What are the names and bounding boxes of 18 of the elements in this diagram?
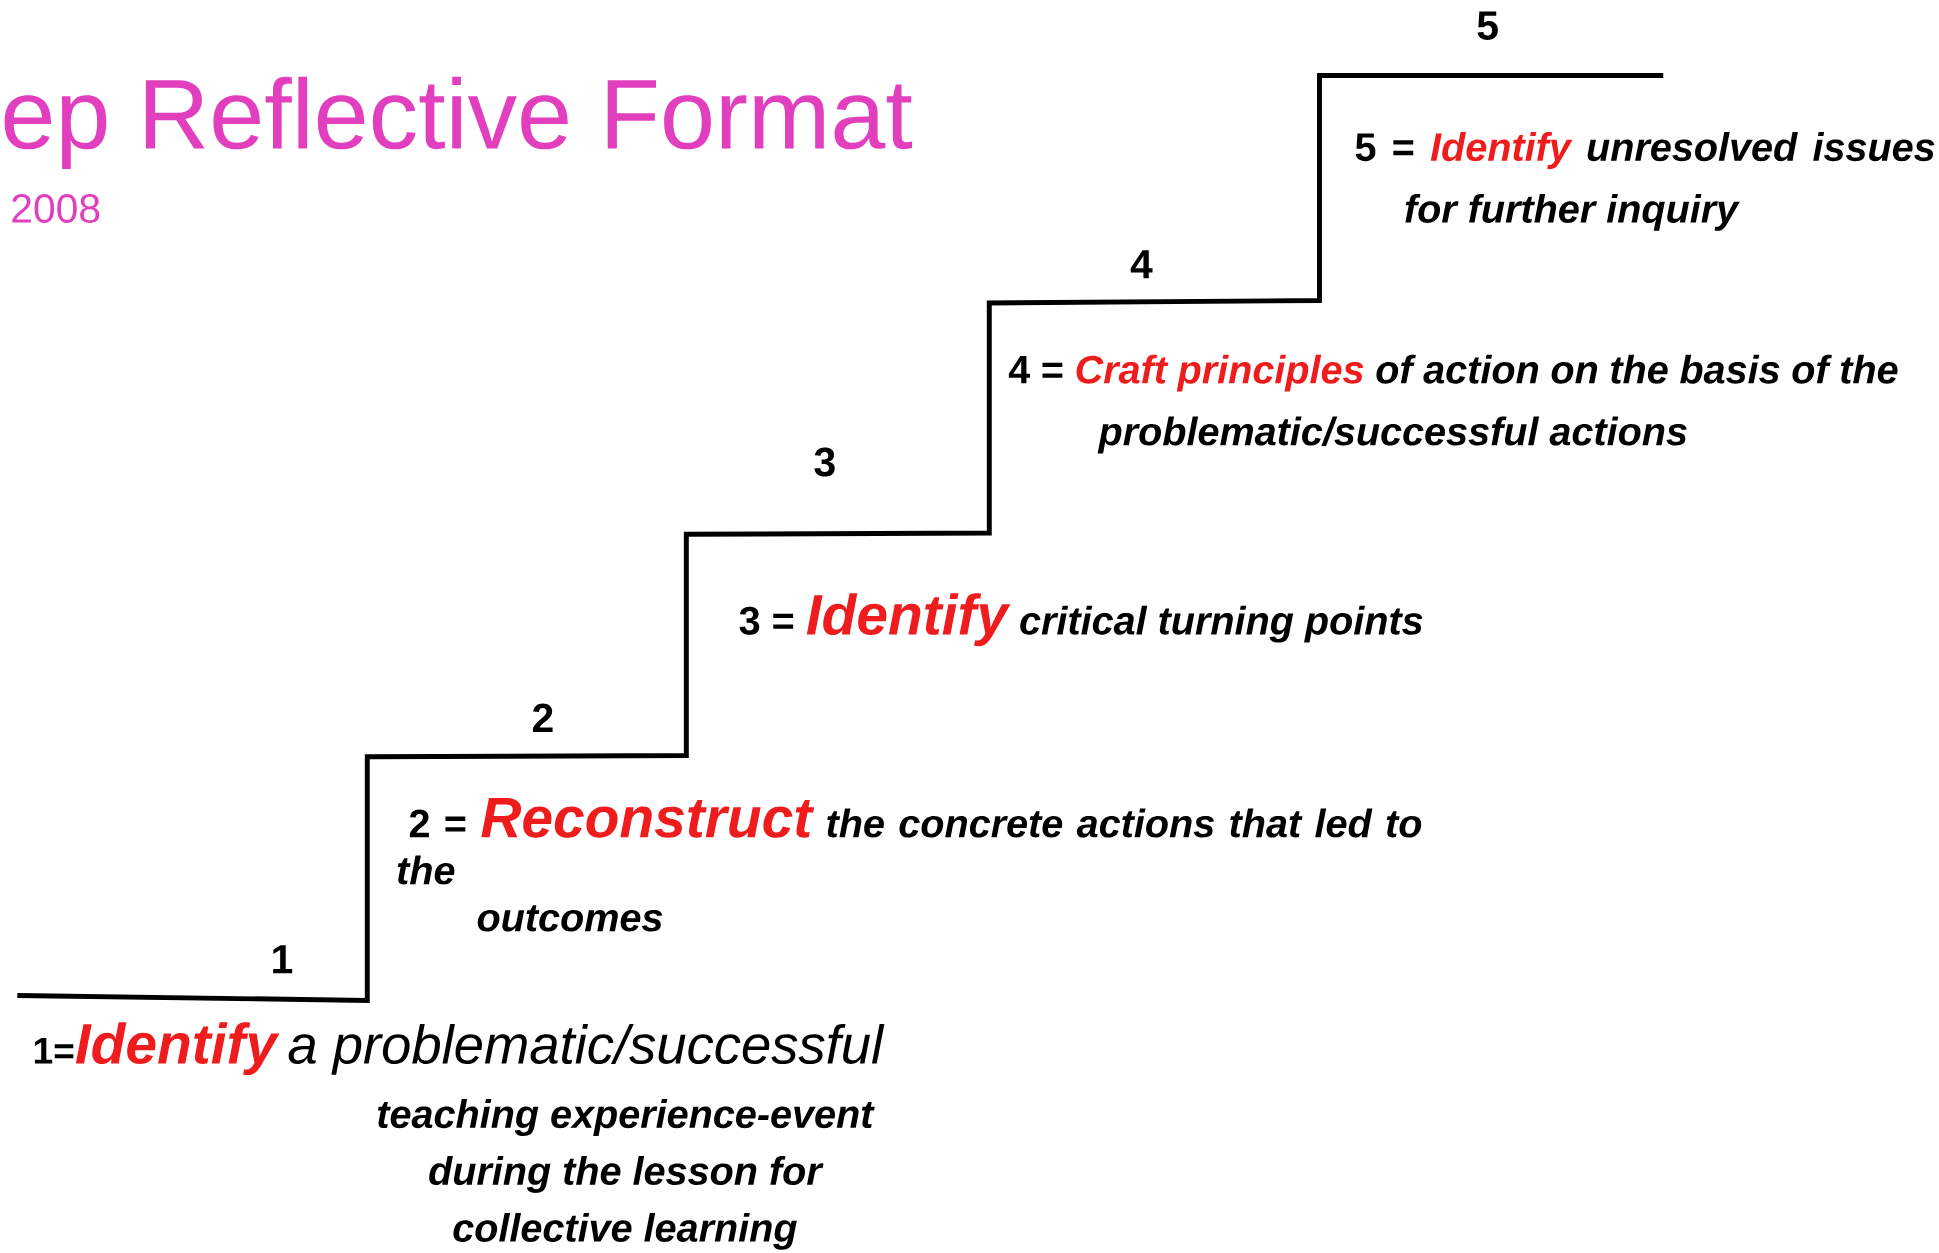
step-number: 3: [814, 447, 835, 477]
step-number: 1: [273, 945, 293, 974]
step-description: 1=Identify a problematic/successful: [34, 1022, 885, 1076]
title: ep Reflective Format: [4, 76, 913, 170]
label: 2 =: [409, 809, 466, 838]
label: Reconstruct: [481, 798, 815, 838]
step-description: 4 = Craft principles of action on the basis of the problematic/successful actions: [1008, 354, 1898, 454]
step-description: teaching experience-event during the lesson for collective learning: [378, 1099, 875, 1250]
step-description: 3 = Identify critical turning points: [739, 593, 1423, 647]
label: the: [397, 855, 455, 885]
step-number: 4: [1130, 250, 1153, 279]
year-label: 2008: [12, 194, 100, 224]
label: outcomes: [477, 905, 663, 932]
label: the concrete actions that led to: [827, 808, 1422, 838]
step-description: 5 = Identify unresolved issues for further inquiry: [1355, 132, 1935, 231]
step-number: 2: [532, 703, 553, 733]
step-description: 2 = Reconstruct the concrete actions that led to the outcomes: [397, 798, 1422, 932]
step-number: 5: [1477, 11, 1498, 41]
